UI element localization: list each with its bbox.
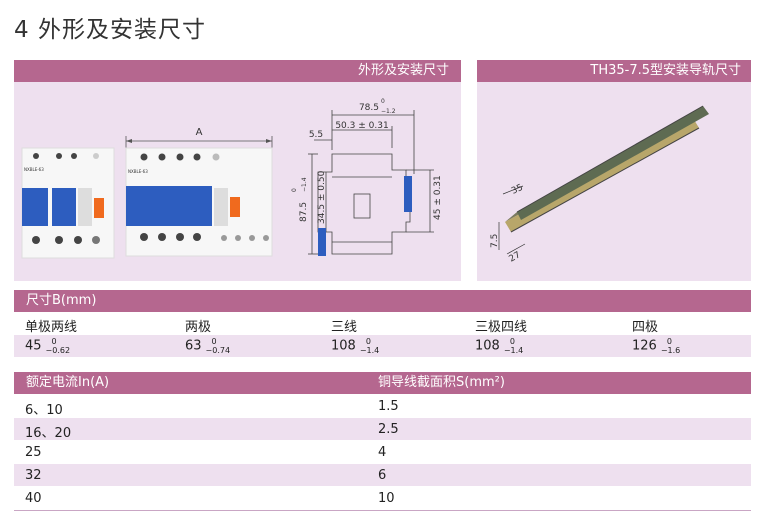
- area-value: 2.5: [378, 422, 399, 437]
- dimension-panel-header: 外形及安装尺寸: [357, 63, 449, 78]
- dimension-drawing: NXBLE-63 A NXBLE-63: [21, 98, 443, 259]
- dimension-5-5: 5.5: [309, 130, 323, 140]
- din-rail-drawing: 35 7.5 27: [490, 105, 709, 265]
- size-table-header-bar: 尺寸B(mm): [14, 290, 751, 312]
- small-breaker-label: NXBLE-63: [24, 167, 44, 172]
- current-value: 25: [25, 445, 42, 460]
- area-value: 4: [378, 445, 387, 460]
- rail-panel-header-bar: TH35-7.5型安装导轨尺寸: [477, 60, 751, 82]
- current-value: 40: [25, 491, 42, 506]
- rail-panel-header: TH35-7.5型安装导轨尺寸: [590, 63, 741, 78]
- rail-panel: 35 7.5 27: [477, 82, 751, 281]
- dimension-87-5-lower-tol: −1.4: [301, 177, 308, 192]
- rail-dimension-7-5: 7.5: [490, 234, 500, 248]
- size-label-two-pole: 两极: [185, 320, 212, 335]
- dimension-78-5-lower-tol: −1.2: [381, 108, 396, 115]
- dimension-panel: NXBLE-63 A NXBLE-63: [14, 82, 461, 281]
- size-label-three-pole-four-wire: 三极四线: [475, 320, 528, 335]
- size-label-three-wire: 三线: [331, 320, 358, 335]
- current-value: 16、20: [25, 426, 72, 441]
- table-row: 25 4: [14, 441, 751, 463]
- table-row: 6、10 1.5: [14, 395, 751, 418]
- table-row: 16、20 2.5: [14, 418, 751, 441]
- current-table-header-bar: 额定电流In(A) 铜导线截面积S(mm²): [14, 372, 751, 394]
- table-bottom-rule: [14, 510, 751, 511]
- page-title: 4 外形及安装尺寸: [14, 17, 206, 43]
- table-row: 32 6: [14, 464, 751, 486]
- size-table-label-row: 单极两线 两极 三线 三极四线 四极: [14, 313, 751, 335]
- area-value: 1.5: [378, 399, 399, 414]
- small-breaker-image: NXBLE-63: [21, 147, 115, 259]
- rail-dimension-35: 35: [510, 183, 525, 197]
- large-breaker-image: A NXBLE-63: [125, 127, 273, 257]
- current-value: 32: [25, 468, 42, 483]
- dimension-50-3: 50.3 ± 0.31: [335, 121, 388, 131]
- side-view-technical-drawing: [308, 110, 434, 255]
- large-breaker-label: NXBLE-63: [128, 169, 148, 174]
- size-label-single-pole-two-wire: 单极两线: [25, 320, 78, 335]
- dimension-87-5: 87.5: [299, 202, 309, 222]
- current-value: 6、10: [25, 403, 63, 418]
- area-value: 6: [378, 468, 387, 483]
- dimension-panel-header-bar: 外形及安装尺寸: [14, 60, 461, 82]
- dimension-45: 45 ± 0.31: [433, 175, 443, 220]
- dimension-87-5-upper-tol: 0: [291, 188, 298, 192]
- table-row: 40 10: [14, 487, 751, 509]
- area-value: 10: [378, 491, 395, 506]
- dimension-a-label: A: [196, 127, 203, 138]
- size-table-header: 尺寸B(mm): [26, 293, 97, 308]
- current-table-header-area: 铜导线截面积S(mm²): [378, 375, 505, 390]
- size-label-four-pole: 四极: [632, 320, 659, 335]
- rail-dimension-27: 27: [508, 250, 523, 264]
- dimension-34-5: 34.5 ± 0.50: [317, 170, 327, 224]
- dimension-78-5: 78.5: [359, 103, 379, 113]
- current-table-header-current: 额定电流In(A): [26, 375, 110, 390]
- dimension-78-5-upper-tol: 0: [381, 98, 385, 105]
